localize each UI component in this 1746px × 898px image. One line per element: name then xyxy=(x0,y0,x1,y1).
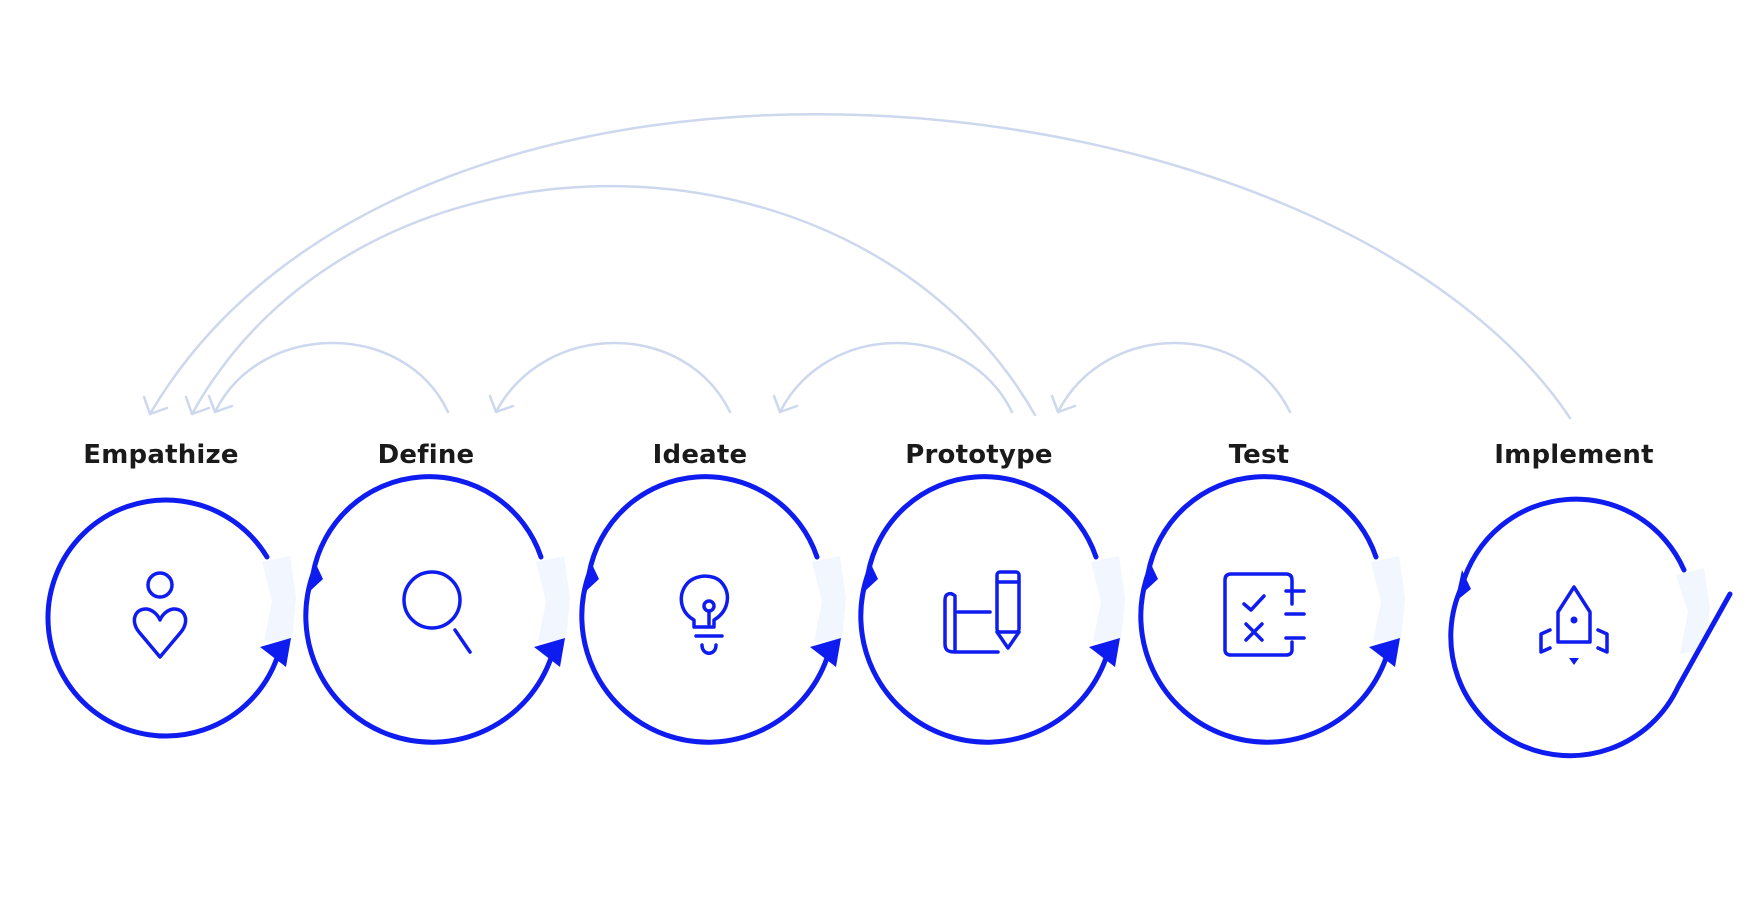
feedback-arrow-implement-to-empathize xyxy=(142,113,1572,420)
feedback-arrow-define-to-empathize xyxy=(207,341,450,414)
stage-label-prototype: Prototype xyxy=(905,440,1053,470)
stage-label-empathize: Empathize xyxy=(83,440,239,470)
stage-ring-define xyxy=(303,474,570,745)
feedback-arrow-prototype-to-empathize xyxy=(184,185,1037,417)
stage-label-define: Define xyxy=(377,440,475,470)
rocket-icon xyxy=(1539,585,1609,665)
stage-rings xyxy=(45,474,1733,759)
checklist-icon xyxy=(1223,572,1306,657)
stage-ring-implement xyxy=(1448,496,1733,759)
feedback-arrow-prototype-to-ideate xyxy=(772,341,1014,414)
blueprint-pencil-icon xyxy=(943,570,1021,654)
person-heart-icon xyxy=(132,571,188,659)
stage-icons xyxy=(132,570,1609,665)
feedback-arrow-ideate-to-define xyxy=(488,341,732,414)
stage-ring-test xyxy=(1138,474,1405,745)
stage-label-ideate: Ideate xyxy=(652,440,748,470)
magnifier-icon xyxy=(402,570,472,654)
lightbulb-icon xyxy=(679,574,730,655)
stage-label-implement: Implement xyxy=(1494,440,1654,470)
stage-ring-empathize xyxy=(45,497,296,739)
feedback-arrows xyxy=(142,113,1572,420)
stage-label-test: Test xyxy=(1228,440,1290,470)
feedback-arrow-test-to-prototype xyxy=(1050,341,1292,414)
stage-ring-ideate xyxy=(579,474,846,745)
stage-ring-prototype xyxy=(858,474,1125,745)
